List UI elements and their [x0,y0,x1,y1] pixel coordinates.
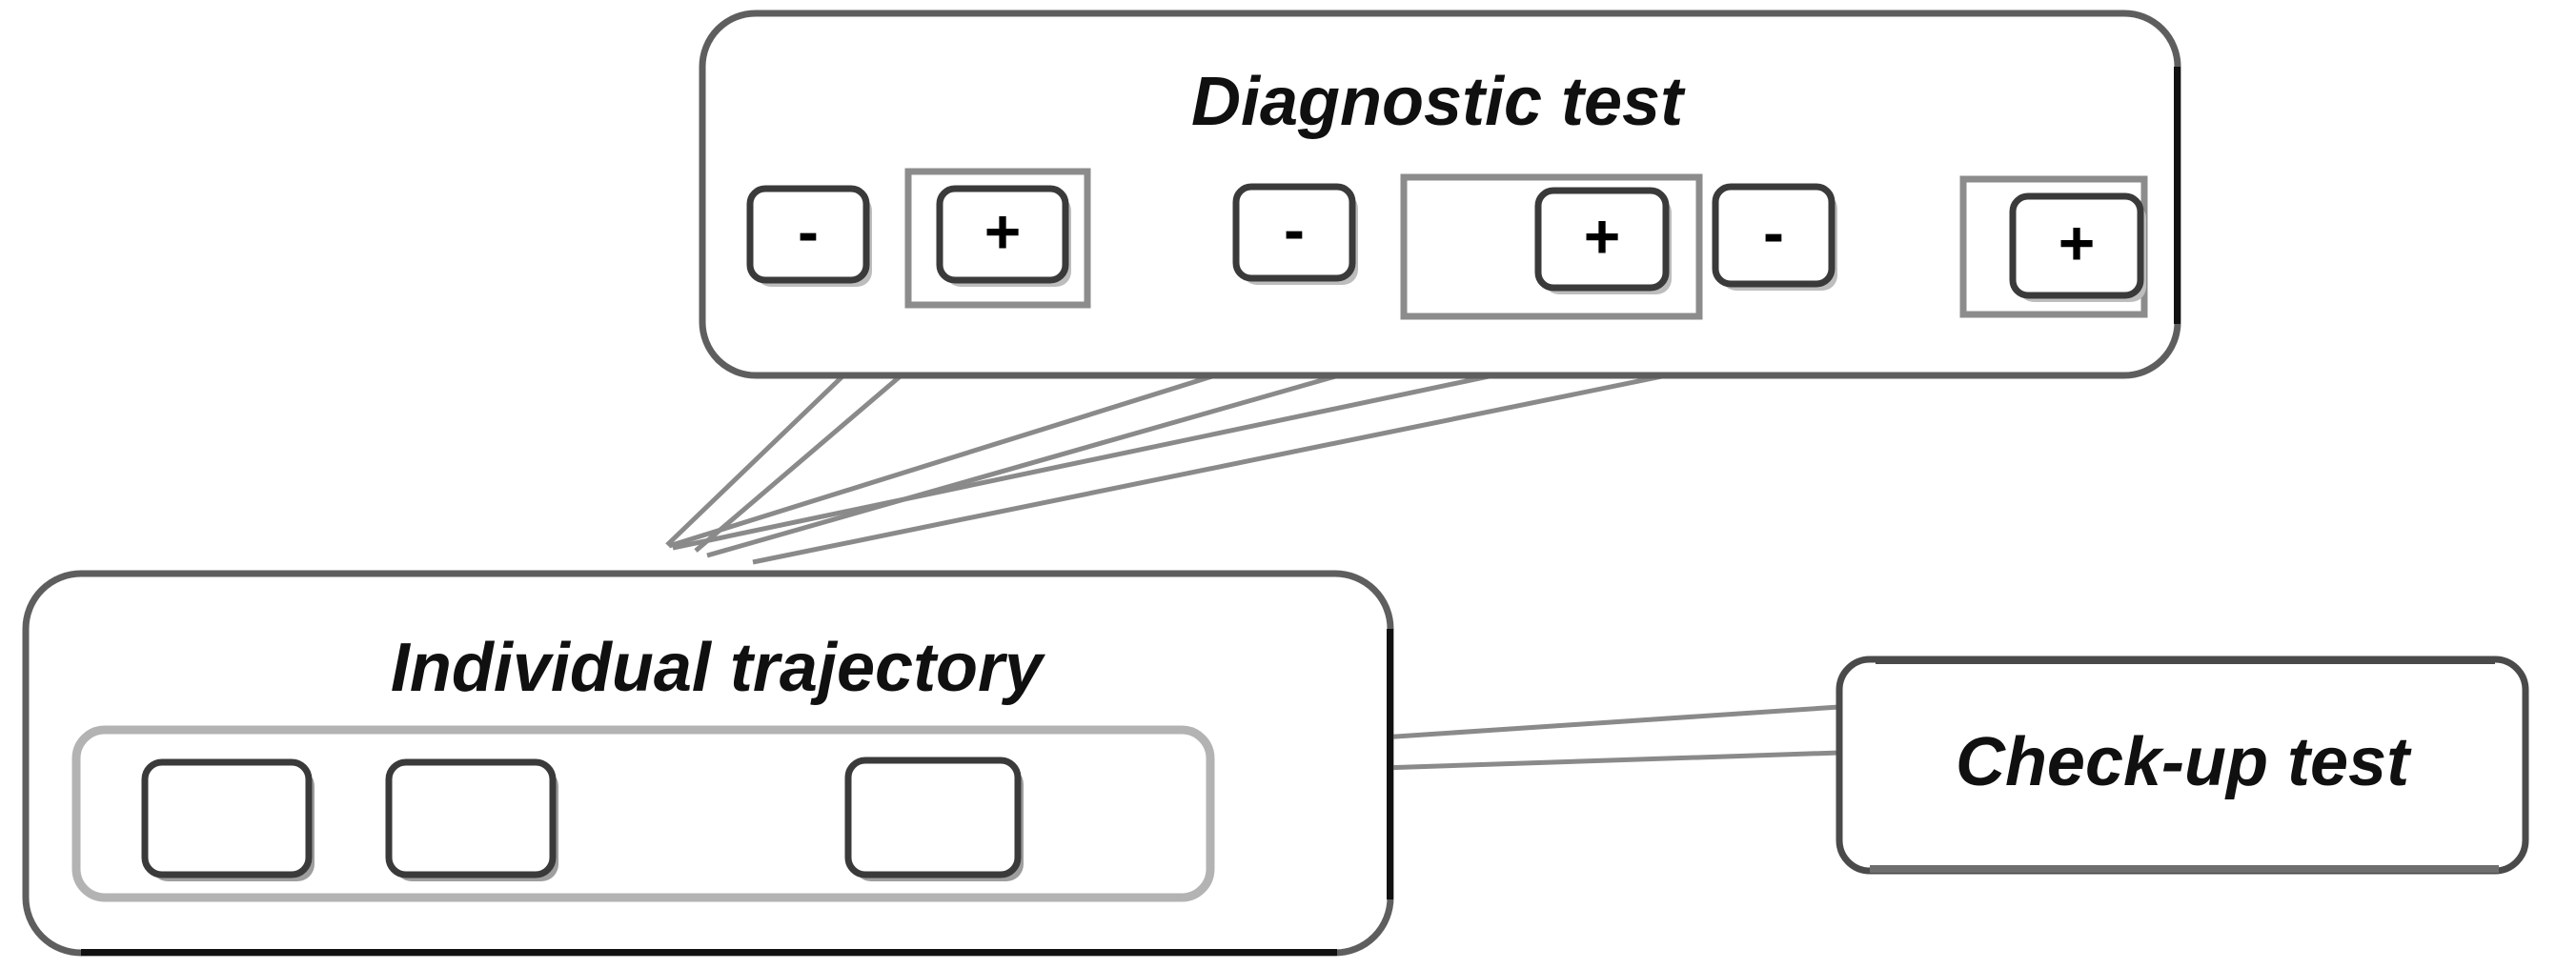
cell-box-6[interactable] [2009,192,2144,299]
checkup-panel-shadow-top [1876,657,2495,664]
trajectory-cell-1[interactable] [141,758,314,881]
trajectory-cell-box-1[interactable] [141,758,313,878]
minus-icon-5: - [1763,196,1784,267]
diagnostic-highlight-frame-1 [904,168,1091,309]
plus-icon-4: + [1584,200,1621,271]
diagnostic-cell-1[interactable]: - [746,185,872,287]
minus-icon-1: - [798,195,819,266]
diagnostic-cell-2[interactable]: + [936,185,1071,287]
trajectory-cells-group[interactable] [141,757,1024,881]
checkup-panel-title: Check-up test [1956,724,2412,800]
trajectory-cell-box-2[interactable] [385,758,557,878]
minus-icon-3: - [1284,193,1305,264]
plus-icon-2: + [984,195,1022,266]
individual-trajectory-panel: Individual trajectory [22,570,1394,957]
cell-box-4[interactable] [1534,187,1670,292]
diagnostic-cell-6[interactable]: + [2009,192,2146,302]
checkup-panel-shadow-bottom [1870,865,2499,873]
trajectory-panel-shadow-bottom [81,949,1337,956]
cell-box-5[interactable] [1712,183,1836,288]
cell-box-2[interactable] [936,185,1069,284]
diagnostic-cell-4[interactable]: + [1534,187,1672,294]
trajectory-cell-box-3[interactable] [844,757,1022,878]
diagnostic-highlight-frame-2 [1400,173,1703,320]
trajectory-panel-title: Individual trajectory [391,630,1046,706]
trajectory-panel-shadow-right [1387,629,1393,899]
diagnostic-highlight-frames [904,168,2148,320]
diagnostic-panel-shadow-right [2174,67,2180,324]
diagnostic-test-panel: Diagnostic test - + - + - + [699,10,2181,379]
diagnostic-cell-3[interactable]: - [1232,183,1358,285]
plus-icon-6: + [2059,207,2096,277]
diagnostic-cells-group[interactable]: - + - + - + [746,183,2146,302]
diagnostic-cell-5[interactable]: - [1712,183,1837,291]
checkup-test-panel: Check-up test [1836,656,2529,875]
diagnostic-panel-title: Diagnostic test [1191,64,1686,140]
trajectory-cell-2[interactable] [385,758,558,881]
cell-box-3[interactable] [1232,183,1356,282]
cell-box-1[interactable] [746,185,870,284]
connector-line-4 [706,352,1413,558]
trajectory-cell-3[interactable] [844,757,1024,881]
